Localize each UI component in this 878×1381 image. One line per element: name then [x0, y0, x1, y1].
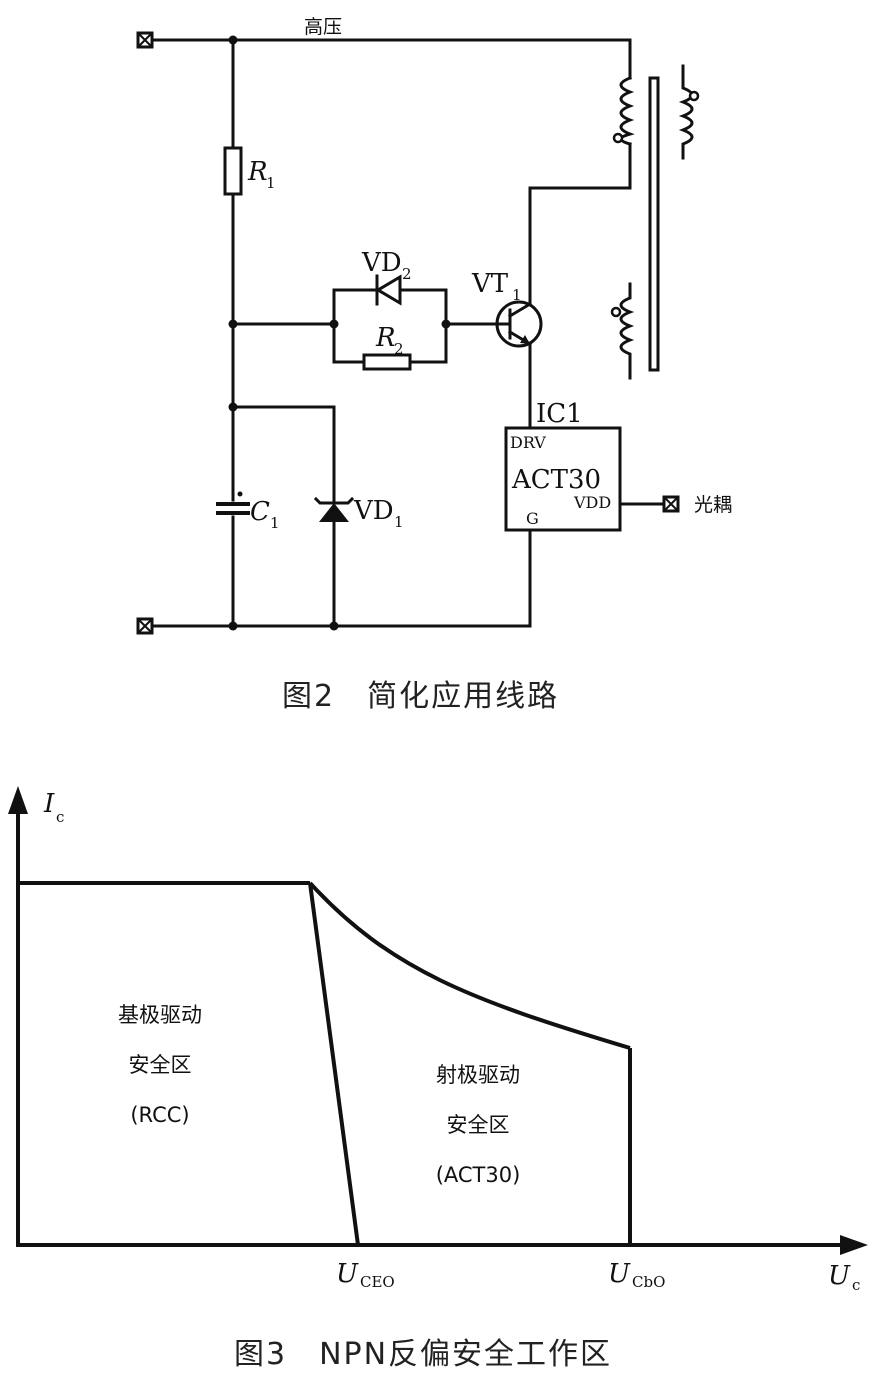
y-axis-label: I — [43, 789, 55, 819]
pin-vdd: VDD — [573, 493, 611, 512]
label-r1-sub: 1 — [266, 174, 276, 192]
label-high-voltage: 高压 — [304, 16, 342, 38]
zone-left-line3: (RCC) — [130, 1103, 189, 1127]
power-limit-curve — [308, 881, 631, 1050]
label-optocoupler: 光耦 — [694, 494, 732, 516]
dot-marker — [688, 90, 700, 102]
caption-fig3: 图3 NPN反偏安全工作区 — [234, 1337, 612, 1372]
zener-diode-vd1-bar — [313, 496, 355, 505]
pin-g: G — [526, 509, 539, 528]
label-vd2: VD — [361, 248, 402, 278]
label-vt1-sub: 1 — [512, 286, 522, 304]
x-axis-label-sub: c — [852, 1276, 860, 1294]
label-c1-sub: 1 — [270, 514, 280, 532]
circuit-diagram: 高压 光耦 R 1 R 2 VD 2 VT 1 C 1 VD 1 IC1 ACT… — [136, 16, 732, 714]
transistor-collector — [507, 301, 533, 319]
ic-act30-box — [504, 426, 622, 532]
pin-drv: DRV — [510, 433, 546, 452]
transformer-aux-coil — [619, 282, 635, 380]
label-vd1-sub: 1 — [394, 513, 404, 531]
label-r1: R — [247, 157, 268, 187]
rcc-boundary — [308, 882, 360, 1246]
transformer-secondary-coil — [678, 64, 694, 160]
diode-vd2 — [375, 274, 402, 306]
soa-diagram: I c U c U CEO U CbO 基极驱动 安全区 (RCC) 射极驱动 … — [8, 786, 868, 1372]
dot-marker — [610, 306, 622, 318]
label-r2-sub: 2 — [394, 340, 404, 358]
terminal-bottom — [136, 617, 154, 635]
terminal-top — [136, 31, 154, 49]
tick-uceo-sub: CEO — [360, 1273, 395, 1291]
label-vd2-sub: 2 — [402, 265, 412, 283]
emitter-arrow — [520, 335, 530, 344]
resistor-r1 — [223, 146, 243, 196]
label-vt1: VT — [471, 269, 509, 299]
label-act30: ACT30 — [511, 465, 601, 495]
tick-ucbo-sub: CbO — [632, 1273, 665, 1291]
caption-fig2: 图2 简化应用线路 — [282, 679, 559, 714]
tick-ucbo: U — [608, 1259, 631, 1289]
x-axis-arrow — [840, 1235, 868, 1255]
dot-marker — [612, 132, 624, 144]
label-vd1: VD — [353, 496, 394, 526]
capacitor-polarity-dot — [237, 491, 243, 497]
label-ic1: IC1 — [536, 399, 583, 429]
terminal-optocoupler — [662, 495, 680, 513]
label-r2: R — [375, 323, 396, 353]
tick-uceo: U — [336, 1259, 359, 1289]
zone-right-line2: 安全区 — [447, 1113, 510, 1137]
transistor-vt1 — [495, 300, 543, 348]
zone-right-line1: 射极驱动 — [436, 1063, 520, 1087]
junction-dot — [228, 35, 238, 45]
x-axis-label: U — [828, 1261, 851, 1291]
label-c1: C — [250, 497, 270, 527]
transformer-core — [648, 76, 660, 372]
zone-left-line1: 基极驱动 — [118, 1003, 202, 1027]
zone-left-line2: 安全区 — [129, 1053, 192, 1077]
transformer-primary-coil — [619, 76, 635, 146]
zener-diode-vd1 — [319, 503, 349, 522]
y-axis-arrow — [8, 786, 28, 814]
junction-dot — [228, 621, 238, 631]
zone-right-line3: (ACT30) — [436, 1163, 521, 1187]
y-axis-label-sub: c — [56, 808, 64, 826]
